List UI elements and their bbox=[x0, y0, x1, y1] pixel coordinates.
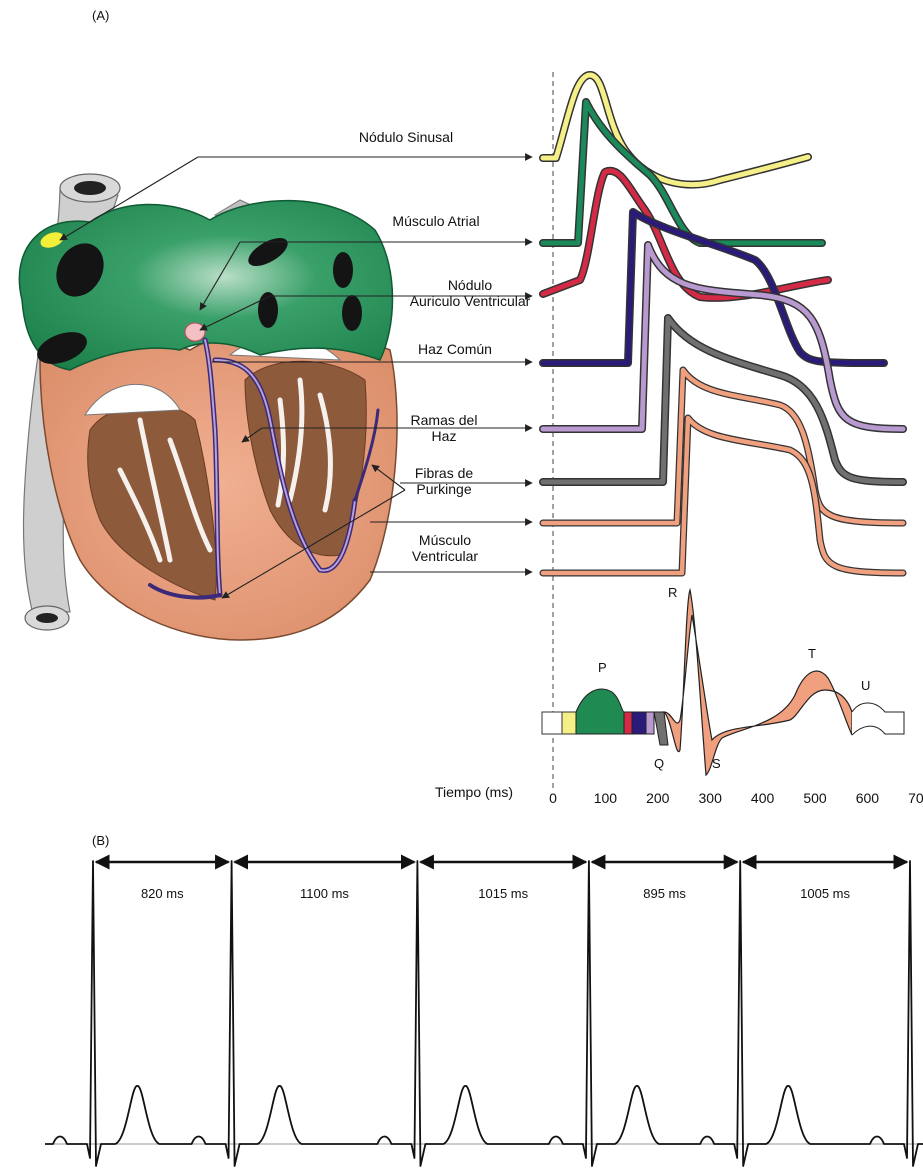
rr-name: RR3 bbox=[483, 849, 523, 852]
ecg-wave-t: T bbox=[808, 646, 816, 661]
ecg-wave-p: P bbox=[598, 660, 607, 675]
ecg-wave-q: Q bbox=[654, 756, 664, 771]
rr-interval-1: RR1 820 ms bbox=[96, 849, 229, 901]
time-tick: 200 bbox=[646, 790, 670, 806]
label-nodulo_sinusal: Nódulo Sinusal bbox=[359, 129, 453, 145]
action-potentials bbox=[543, 75, 903, 573]
rr-name: RR4 bbox=[644, 849, 684, 852]
rr-value: 895 ms bbox=[643, 886, 686, 901]
rr-interval-4: RR4 895 ms bbox=[592, 849, 737, 901]
time-tick: 600 bbox=[856, 790, 880, 806]
time-tick: 400 bbox=[751, 790, 775, 806]
rr-interval-chart: RR1820 msRR21100 msRR31015 msRR4895 msRR… bbox=[0, 849, 923, 1169]
ecg-wave-r: R bbox=[668, 585, 677, 600]
label-musculo_atrial: Músculo Atrial bbox=[392, 213, 479, 229]
ap-purkinje bbox=[543, 318, 903, 482]
time-axis-label: Tiempo (ms) bbox=[435, 784, 513, 800]
label-haz_comun: Haz Común bbox=[418, 341, 492, 357]
ecg-wave-s: S bbox=[712, 756, 721, 771]
ap-musculo-ventricular-1 bbox=[543, 370, 903, 523]
rr-value: 1100 ms bbox=[300, 886, 349, 901]
rr-name: RR5 bbox=[805, 849, 845, 852]
rr-value: 820 ms bbox=[141, 886, 184, 901]
time-tick: 700 bbox=[908, 790, 923, 806]
rr-name: RR2 bbox=[304, 849, 344, 852]
time-tick: 300 bbox=[699, 790, 723, 806]
time-tick: 100 bbox=[594, 790, 618, 806]
rr-name: RR1 bbox=[142, 849, 182, 852]
rr-value: 1015 ms bbox=[478, 886, 528, 901]
panel-b-label: (B) bbox=[92, 833, 109, 848]
time-tick: 500 bbox=[803, 790, 827, 806]
ap-ramas-haz bbox=[543, 245, 903, 429]
ecg-wave-u: U bbox=[861, 678, 870, 693]
ap-musculo-atrial bbox=[543, 102, 822, 243]
ecg-composite bbox=[542, 590, 904, 775]
rr-interval-5: RR5 1005 ms bbox=[743, 849, 907, 901]
ecg-wave-labels: P Q R S T U bbox=[598, 585, 870, 771]
rr-interval-2: RR2 1100 ms bbox=[235, 849, 415, 901]
ecg-trace bbox=[45, 861, 923, 1166]
time-tick: 0 bbox=[549, 790, 557, 806]
ap-musculo-ventricular-2 bbox=[543, 418, 903, 573]
time-axis: Tiempo (ms) 0 100 200 300 400 500 600 700 bbox=[435, 784, 923, 806]
heart-illustration bbox=[19, 174, 397, 640]
rr-interval-3: RR3 1015 ms bbox=[420, 849, 586, 901]
av-node bbox=[185, 323, 205, 341]
rr-value: 1005 ms bbox=[800, 886, 850, 901]
